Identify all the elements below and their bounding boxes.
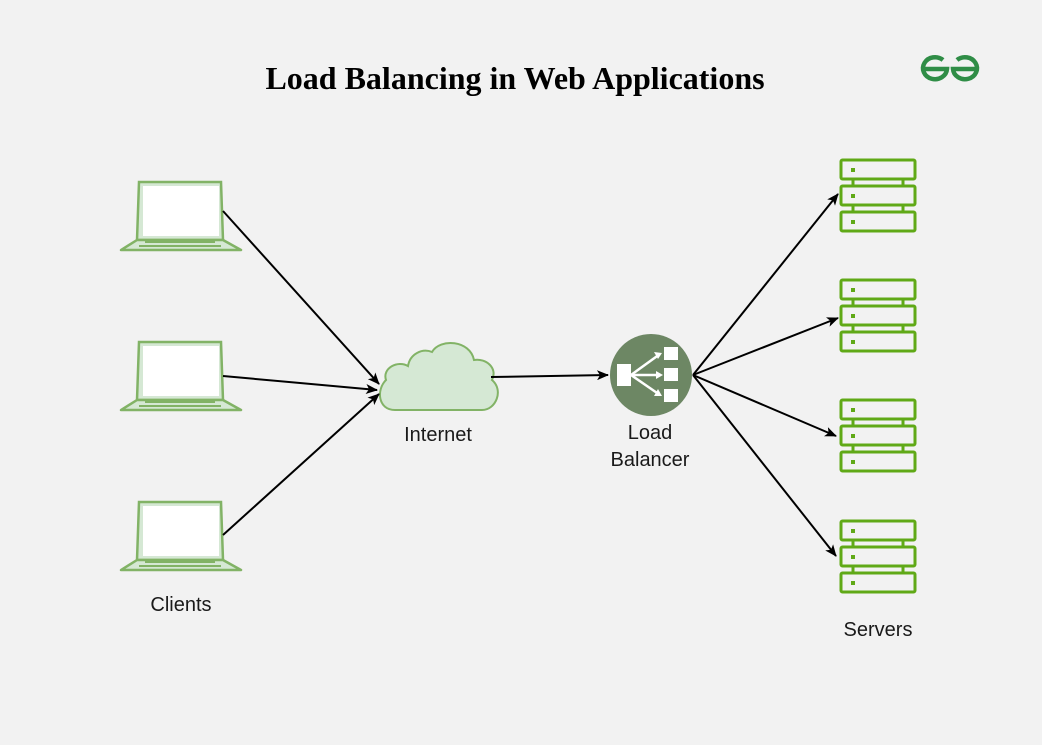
edge-balancer-server-4 [692, 374, 837, 557]
clients-label: Clients [150, 594, 212, 616]
edge-balancer-server-1 [692, 193, 839, 376]
load-balancer-label-line1: Load [627, 422, 673, 444]
client-laptop-3 [119, 500, 243, 572]
internet-label: Internet [404, 424, 472, 446]
servers-label: Servers [843, 619, 913, 641]
server-1 [839, 158, 917, 233]
diagram-title: Load Balancing in Web Applications [265, 60, 765, 96]
server-4 [839, 519, 917, 594]
edge-client-3-internet [222, 393, 380, 536]
edge-client-1-internet [222, 210, 380, 385]
edge-internet-balancer [490, 370, 609, 381]
load-balancer-label-line2: Balancer [610, 449, 690, 471]
load-balancer-icon [610, 334, 692, 416]
edge-client-2-internet [222, 375, 378, 394]
geeksforgeeks-logo-icon [920, 54, 980, 82]
server-2 [839, 278, 917, 353]
client-laptop-1 [119, 180, 243, 252]
edge-balancer-server-2 [692, 317, 839, 376]
edge-balancer-server-3 [692, 374, 837, 437]
server-3 [839, 398, 917, 473]
internet-cloud-icon [378, 341, 499, 411]
